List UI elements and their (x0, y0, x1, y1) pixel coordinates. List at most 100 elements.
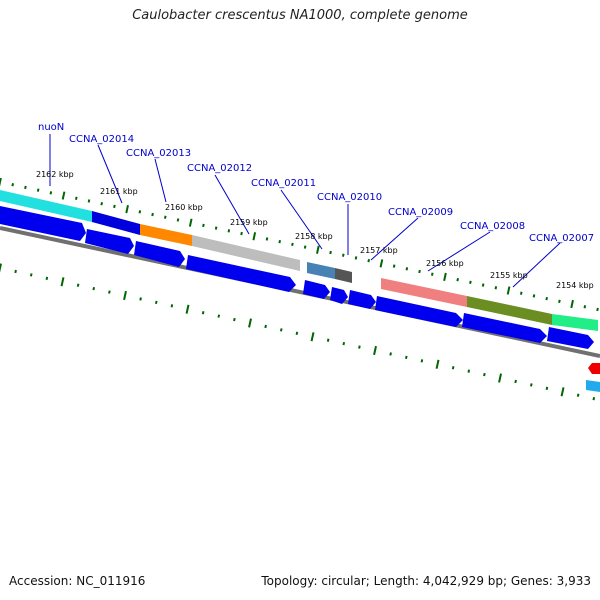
bar-salmon[interactable] (381, 278, 467, 307)
major-tick (252, 232, 257, 241)
minor-tick (329, 250, 332, 255)
minor-tick (481, 283, 485, 287)
topology-text: Topology: circular; Length: 4,042,929 bp… (261, 574, 591, 588)
kbp-label-2156: 2156 kbp (426, 259, 464, 268)
minor-tick (532, 294, 536, 298)
minor-tick (303, 245, 307, 249)
map-title: Caulobacter crescentus NA1000, complete … (132, 8, 468, 23)
bar-steelblue[interactable] (307, 262, 335, 279)
minor-tick (367, 258, 370, 263)
minor-tick (76, 283, 80, 287)
minor-tick (217, 314, 221, 318)
minor-tick (265, 237, 269, 241)
minor-tick (240, 231, 243, 236)
gene-arrow[interactable] (462, 313, 547, 343)
minor-tick (170, 304, 174, 308)
major-tick (310, 332, 315, 342)
bar-grey[interactable] (192, 235, 300, 271)
minor-tick (49, 191, 53, 195)
minor-tick (154, 300, 158, 305)
red-gene-arrow[interactable] (588, 363, 600, 374)
gene-arrow[interactable] (303, 280, 330, 299)
bar-orange[interactable] (140, 224, 192, 246)
major-tick (188, 218, 193, 227)
gene-label-ccna-02010: CCNA_02010 (317, 192, 382, 203)
minor-tick (291, 242, 294, 247)
minor-tick (202, 223, 205, 228)
major-tick (0, 177, 2, 187)
gene-arrow[interactable] (134, 241, 185, 267)
minor-tick (389, 352, 392, 356)
minor-tick (519, 291, 523, 295)
minor-tick (358, 345, 361, 349)
bar-blue-1[interactable] (92, 211, 140, 235)
minor-tick (264, 324, 267, 329)
minor-tick (139, 297, 142, 301)
minor-tick (405, 267, 409, 271)
gene-arrow[interactable] (330, 287, 348, 304)
minor-tick (392, 264, 396, 268)
minor-tick (29, 273, 33, 277)
gene-arrow[interactable] (547, 327, 594, 349)
connector-line (370, 217, 419, 261)
minor-tick (592, 396, 596, 401)
gene-arrow[interactable] (85, 229, 134, 254)
connector-line (154, 158, 167, 203)
minor-tick (341, 253, 345, 257)
minor-tick (404, 355, 408, 360)
major-tick (316, 245, 320, 254)
major-tick (125, 205, 129, 214)
feature-track (0, 190, 598, 331)
kbp-label-2160: 2160 kbp (165, 203, 203, 212)
gene-arrow[interactable] (375, 296, 463, 327)
minor-tick (45, 276, 49, 280)
minor-tick (420, 359, 424, 363)
minor-tick (545, 386, 549, 391)
minor-tick (451, 366, 455, 370)
minor-tick (87, 199, 91, 203)
minor-tick (113, 204, 116, 209)
minor-tick (342, 341, 346, 346)
minor-tick (295, 331, 299, 335)
bar-green[interactable] (552, 314, 598, 331)
minor-tick (596, 307, 599, 312)
minor-tick (233, 317, 236, 322)
major-tick (570, 299, 574, 309)
minor-tick (467, 369, 471, 373)
gene-arrow[interactable] (0, 206, 86, 241)
minor-tick (469, 280, 472, 285)
kbp-label-2154: 2154 kbp (556, 281, 594, 290)
gene-label-ccna-02007: CCNA_02007 (529, 233, 594, 244)
connector-line (97, 144, 123, 204)
gene-label-ccna-02012: CCNA_02012 (187, 163, 252, 174)
minor-tick (483, 372, 486, 377)
inner-tick-track (0, 263, 596, 401)
kbp-label-2162: 2162 kbp (36, 170, 74, 179)
kbp-label-2157: 2157 kbp (360, 246, 398, 255)
minor-tick (558, 299, 561, 304)
bar-darkgrey[interactable] (335, 268, 352, 283)
major-tick (560, 387, 565, 397)
bar-olive[interactable] (467, 296, 552, 325)
connector-line (427, 231, 491, 272)
minor-tick (138, 210, 142, 214)
minor-tick (430, 272, 434, 276)
gene-arrow[interactable] (348, 290, 376, 309)
minor-tick (514, 379, 517, 384)
minor-tick (163, 215, 167, 219)
minor-tick (354, 256, 358, 260)
gene-arrow-track (0, 206, 594, 349)
minor-tick (278, 239, 281, 244)
minor-tick (456, 277, 459, 282)
bar-lightblue[interactable] (586, 380, 600, 392)
gene-arrow[interactable] (186, 255, 296, 292)
major-tick (373, 345, 377, 356)
gene-label-ccna-02014: CCNA_02014 (69, 134, 134, 145)
bar-cyan[interactable] (0, 190, 92, 222)
minor-tick (74, 196, 78, 200)
minor-tick (36, 188, 40, 192)
minor-tick (108, 290, 111, 294)
label-connectors (49, 134, 561, 288)
minor-tick (576, 393, 580, 397)
